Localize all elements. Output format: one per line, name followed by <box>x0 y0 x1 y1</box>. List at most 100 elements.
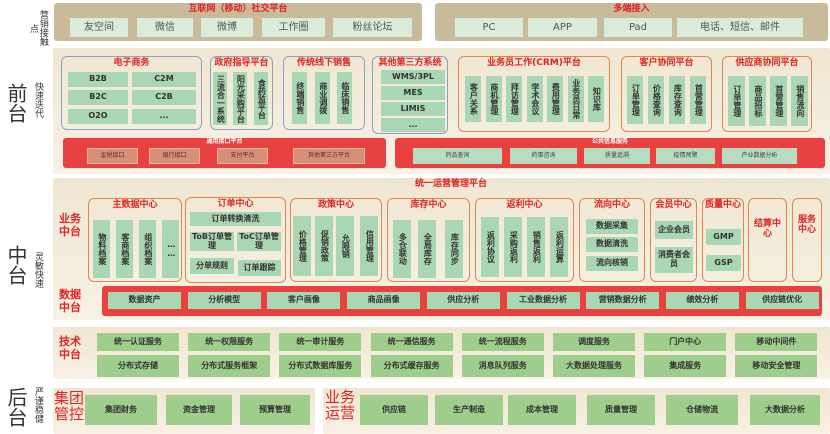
gov-item: 食药监平台 <box>254 72 268 125</box>
supplier-collab-item: 商品招标 <box>749 76 766 126</box>
supplier-collab-item: 销售流向 <box>791 76 808 126</box>
customer-collab-item: 首营管理 <box>690 76 706 124</box>
ecommerce-item: C2B <box>132 90 196 105</box>
ecommerce-item: B2C <box>68 90 128 105</box>
interface-item: 银行接口 <box>149 148 200 164</box>
inventory-item: 多仓联动 <box>393 220 411 278</box>
policy-center-title: 政策中心 <box>317 199 354 210</box>
flow-center <box>579 198 645 282</box>
third-party-item: ... <box>381 118 445 132</box>
middle-platform-title: 统一运营管理平台 <box>415 179 488 190</box>
third-party-item: MES <box>381 86 445 100</box>
order-item: ToC订单管理 <box>237 232 281 251</box>
quality-center <box>702 198 744 282</box>
flow-item: 数据清洗 <box>586 237 638 252</box>
access-item: PC <box>455 18 523 37</box>
inventory-item: 全局库存 <box>418 220 436 278</box>
policy-item: 允限销 <box>336 216 354 276</box>
multi-access-title: 多端接入 <box>613 3 650 14</box>
tech-item: 统一权限服务 <box>188 333 271 351</box>
master-data-center-title: 主数据中心 <box>112 199 158 210</box>
rebate-center-title: 返利中心 <box>506 199 543 210</box>
social-item: 微博 <box>201 18 253 37</box>
ecommerce-group-title: 电子商务 <box>113 57 150 68</box>
data-middle-item: 供应分析 <box>426 292 500 309</box>
tech-item: 统一流程服务 <box>461 333 544 351</box>
social-platform-title: 互联网（移动）社交平台 <box>188 3 288 14</box>
tech-item: 统一通信服务 <box>370 333 453 351</box>
group-control-item: 预算管理 <box>240 395 310 425</box>
settlement-center <box>748 198 787 282</box>
access-item: 电话、短信、邮件 <box>677 18 803 37</box>
offline-item: 临床销售 <box>337 72 352 124</box>
data-middle-item: 客户画像 <box>267 292 341 309</box>
ecommerce-item: O2O <box>68 109 128 124</box>
master-data-item: …… <box>162 220 179 278</box>
inventory-center <box>387 198 470 282</box>
flow-item: 数据采集 <box>586 219 638 234</box>
ecommerce-item: ... <box>132 109 196 124</box>
order-item: ToB订单管理 <box>190 231 234 251</box>
master-data-item: 组织档案 <box>139 220 156 278</box>
label-front: 前台 <box>4 83 28 123</box>
crm-item: 知识库 <box>588 76 604 122</box>
quality-item: GSP <box>706 255 741 271</box>
crm-group-title: 业务员工作(CRM)平台 <box>487 57 581 68</box>
flow-center-title: 流向中心 <box>593 199 630 210</box>
data-middle-item: 分析模型 <box>187 292 261 309</box>
settlement-center-title: 结算中心 <box>753 219 781 239</box>
master-data-center <box>88 198 182 282</box>
offline-sales-group <box>283 56 365 130</box>
business-ops-item: 生产制造 <box>435 395 503 425</box>
social-item: 粉丝论坛 <box>333 18 412 37</box>
data-middle-item: 营销数据分析 <box>586 292 660 309</box>
access-item: Pad <box>604 18 672 37</box>
interface-item: 其他第三方平台 <box>293 148 365 164</box>
access-item: APP <box>528 18 597 37</box>
crm-item: 学术会议 <box>526 76 543 122</box>
inventory-center-title: 库存中心 <box>410 199 447 210</box>
data-middle-item: 绩效分析 <box>665 292 739 309</box>
order-center <box>185 197 286 283</box>
tech-item: 分布式服务框架 <box>188 355 271 377</box>
policy-item: 信用管理 <box>360 216 378 276</box>
label-back: 后台 <box>4 387 28 427</box>
crm-item: 业务员日常 <box>567 76 584 122</box>
offline-item: 终端销售 <box>292 72 307 124</box>
data-middle-item: 供应链优化 <box>745 292 819 309</box>
public-info-item: 疫情预警 <box>656 148 715 164</box>
customer-collab-item: 库存查询 <box>669 76 685 124</box>
tech-item: 调度服务 <box>553 333 635 351</box>
policy-center <box>290 198 382 282</box>
flow-item: 流向核销 <box>586 256 638 271</box>
interface-item: 金税接口 <box>87 148 138 164</box>
data-middle-label: 数据中台 <box>59 288 81 314</box>
tech-item: 统一审计服务 <box>279 333 362 351</box>
third-party-item: LIMIS <box>381 102 445 116</box>
interface-item: 支付平台 <box>217 148 268 164</box>
quality-item: GMP <box>706 229 741 245</box>
order-item: 订单转换清洗 <box>190 212 281 226</box>
rebate-item: 返利协议 <box>481 217 499 277</box>
member-center <box>650 198 697 282</box>
group-control-item: 集团财务 <box>85 395 157 425</box>
member-center-title: 会员中心 <box>655 199 692 210</box>
tech-item: 分布式存储 <box>97 355 179 377</box>
inventory-item: 库存同步 <box>445 220 463 278</box>
group-control-item: 资金管理 <box>166 395 232 425</box>
ecommerce-item: B2B <box>68 72 128 87</box>
tech-item: 移动中间件 <box>735 333 818 351</box>
tech-item: 大数据处理服务 <box>553 355 635 377</box>
business-ops-item: 成本管理 <box>508 395 576 425</box>
third-party-item: WMS/3PL <box>381 70 445 84</box>
supplier-collab-group <box>722 56 812 132</box>
tech-item: 统一认证服务 <box>97 333 179 351</box>
public-info-item: 药品查询 <box>413 148 502 164</box>
business-ops-item: 供应链 <box>360 395 428 425</box>
business-ops-label: 业务运营 <box>324 388 355 422</box>
business-ops-item: 大数据分析 <box>750 395 820 425</box>
gov-item: 阳光采购平台 <box>233 72 247 125</box>
business-ops-item: 仓储物流 <box>666 395 738 425</box>
tech-middle-label: 技术中台 <box>59 335 81 361</box>
